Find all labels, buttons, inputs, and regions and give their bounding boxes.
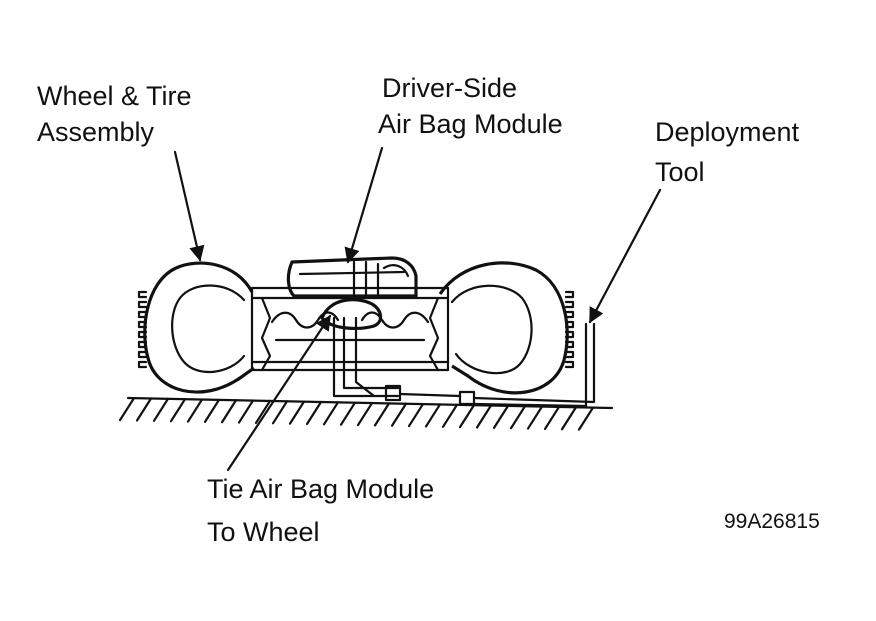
tire-tread-rib <box>137 330 148 339</box>
tie-module-leader <box>226 314 332 472</box>
ground-hatch-line <box>186 398 204 423</box>
tie-module-label-line1: Tie Air Bag Module <box>207 474 435 504</box>
ground-hatch-line <box>118 397 136 422</box>
wheel-tire-label-line1: Wheel & Tire <box>37 81 192 111</box>
ground-hatch-line <box>220 399 238 424</box>
tire-tread-rib <box>564 290 575 299</box>
ground-hatch-line <box>509 405 527 430</box>
ground-hatch-line <box>424 403 442 428</box>
airbag-module-label-line2: Air Bag Module <box>378 109 563 139</box>
deployment-tool-label: Deployment Tool <box>655 112 799 192</box>
ground-hatch-line <box>577 406 595 431</box>
ground-hatch-line <box>373 402 391 427</box>
ground-hatch-line <box>458 404 476 429</box>
deployment-tool-label-line2: Tool <box>655 157 705 187</box>
airbag-module-leader <box>344 146 384 264</box>
wheel-tire-label-line2: Assembly <box>37 117 155 147</box>
tire-tread-rib <box>137 350 148 359</box>
tie-module-label: Tie Air Bag Module To Wheel <box>207 468 434 554</box>
ground-hatch-line <box>390 402 408 427</box>
tire-tread-rib <box>137 290 148 299</box>
tie-module-label-line2: To Wheel <box>207 517 320 547</box>
wheel-tire-label: Wheel & Tire Assembly <box>37 78 192 150</box>
driver-side-air-bag-module <box>286 256 418 330</box>
tire-tread-rib <box>564 310 575 319</box>
tire-tread-rib <box>137 300 148 309</box>
wheel-tire-assembly <box>137 261 575 395</box>
airbag-module-label-line1: Driver-Side <box>382 73 518 103</box>
ground-hatch-line <box>356 401 374 427</box>
ground-hatch-line <box>288 400 306 425</box>
tire-tread-rib <box>137 340 148 349</box>
deployment-tool-leader <box>588 188 662 324</box>
deployment-tool-wiring <box>332 316 596 408</box>
ground-hatch-line <box>203 398 221 423</box>
wheel-tire-leader <box>173 150 205 262</box>
ground-surface <box>118 396 614 431</box>
airbag-module-label: Driver-Side Air Bag Module <box>378 70 563 142</box>
tire-tread-rib <box>137 310 148 319</box>
tire-tread-rib <box>137 320 148 329</box>
ground-hatch-line <box>543 405 561 431</box>
ground-hatch-line <box>271 400 289 425</box>
tire-tread-rib <box>564 360 575 369</box>
ground-hatch-line <box>526 405 544 430</box>
ground-hatch-line <box>441 403 459 428</box>
figure-code: 99A26815 <box>724 510 820 533</box>
ground-hatch-line <box>560 406 578 431</box>
leader-arrows <box>173 146 662 472</box>
ground-hatch-line <box>135 397 153 422</box>
ground-hatch-line <box>492 404 510 429</box>
ground-hatch-line <box>407 402 425 428</box>
ground-hatch-line <box>305 400 323 426</box>
tire-tread-rib <box>564 350 575 359</box>
tire-tread-rib <box>564 300 575 309</box>
ground-hatch-line <box>152 397 170 422</box>
tire-tread-rib <box>564 340 575 349</box>
deployment-tool-label-line1: Deployment <box>655 117 800 147</box>
ground-hatch-line <box>475 404 493 429</box>
ground-hatch-line <box>339 401 357 426</box>
ground-hatch-line <box>237 399 255 424</box>
tire-tread-rib <box>564 330 575 339</box>
ground-hatch-line <box>254 399 272 425</box>
tire-tread-rib <box>564 320 575 329</box>
ground-hatch-line <box>169 398 187 423</box>
ground-hatch-line <box>322 401 340 426</box>
tire-tread-rib <box>137 360 148 369</box>
